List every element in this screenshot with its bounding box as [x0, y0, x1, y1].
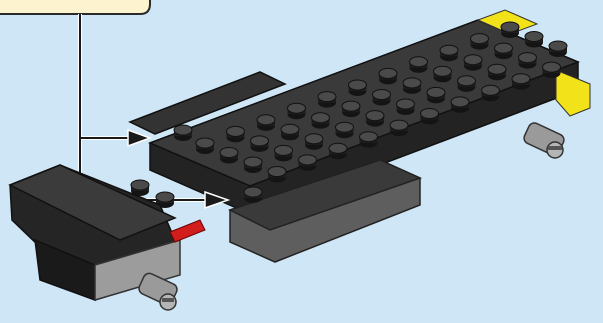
lego-stud — [471, 34, 489, 50]
lego-stud — [349, 80, 367, 96]
lego-stud — [543, 62, 561, 78]
lego-stud — [519, 53, 537, 69]
lego-stud — [482, 85, 500, 101]
lego-stud — [373, 90, 391, 106]
lego-stud — [268, 167, 286, 183]
lego-stud — [397, 99, 415, 115]
lego-stud — [403, 78, 421, 94]
red-accent — [170, 220, 205, 242]
assembly-arrow — [128, 130, 150, 146]
lego-stud — [366, 111, 384, 127]
lego-stud — [257, 115, 275, 131]
lego-stud — [131, 180, 149, 196]
lego-stud — [329, 143, 347, 159]
lego-stud — [299, 155, 317, 171]
lego-stud — [525, 32, 543, 48]
lego-stud — [440, 45, 458, 61]
lego-stud — [390, 120, 408, 136]
lego-stud — [379, 68, 397, 84]
lego-stud — [336, 122, 354, 138]
lego-stud — [488, 64, 506, 80]
lego-stud — [288, 103, 306, 119]
lego-stud — [244, 157, 262, 173]
target-stud — [244, 187, 262, 203]
lego-stud — [512, 74, 530, 90]
rear-axle-pin — [522, 121, 566, 158]
lego-stud — [410, 57, 428, 73]
lego-stud — [421, 109, 439, 125]
lego-stud — [434, 66, 452, 82]
lego-stud — [251, 136, 269, 152]
lego-stud — [360, 132, 378, 148]
lego-stud — [495, 43, 513, 59]
lego-stud — [501, 22, 519, 38]
target-stud — [174, 125, 192, 141]
lego-stud — [220, 148, 238, 164]
lego-stud — [549, 41, 567, 57]
lego-stud — [464, 55, 482, 71]
lego-stud — [281, 124, 299, 140]
lego-stud — [342, 101, 360, 117]
lego-stud — [312, 113, 330, 129]
lego-stud — [275, 145, 293, 161]
callout-box — [0, 0, 150, 14]
lego-stud — [318, 92, 336, 108]
lego-stud — [458, 76, 476, 92]
lego-stud — [227, 126, 245, 142]
lego-stud — [305, 134, 323, 150]
lego-stud — [427, 87, 445, 103]
lego-stud — [451, 97, 469, 113]
lego-stud — [196, 138, 214, 154]
